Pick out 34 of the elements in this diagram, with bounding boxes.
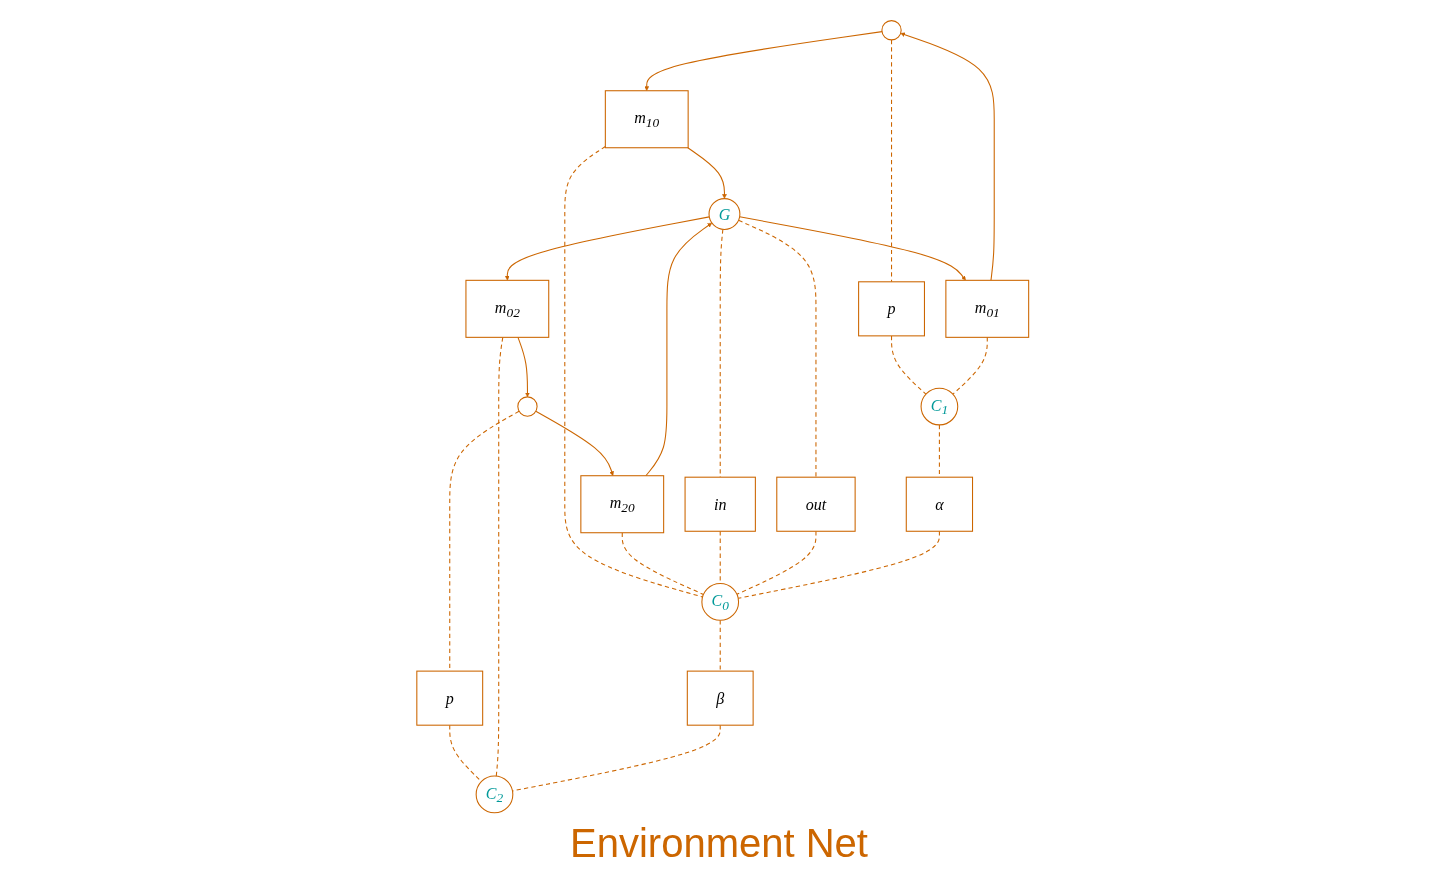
arrow [645, 222, 713, 477]
arrow [687, 147, 727, 199]
arrow [739, 216, 966, 281]
node-box: m$_{01}$ [945, 279, 1030, 338]
connector [564, 145, 704, 598]
connector [495, 336, 504, 777]
node-circle: C$_{1}$ [920, 387, 959, 426]
connector [449, 724, 482, 783]
arrow [505, 216, 710, 281]
connector [621, 532, 704, 595]
connector [891, 39, 893, 283]
node-box: α [905, 476, 974, 532]
node-circle [881, 20, 902, 41]
node-circle: C$_{2}$ [475, 775, 514, 814]
node-box: in [684, 476, 756, 532]
node-box: out [776, 476, 856, 532]
node-box: m$_{02}$ [465, 279, 550, 338]
node-box: p [858, 281, 925, 337]
arrow [900, 32, 995, 281]
arrow [517, 336, 530, 398]
node-box: m$_{20}$ [580, 475, 665, 534]
node-box: m$_{10}$ [604, 90, 689, 149]
node-circle [517, 396, 538, 417]
connector [736, 530, 817, 595]
node-circle: G [708, 198, 741, 230]
arrow [535, 410, 614, 476]
connector [738, 219, 817, 478]
node-box: β [686, 670, 754, 726]
node-box: p [416, 670, 484, 726]
connector [737, 530, 940, 599]
connector [719, 619, 721, 672]
arrow [644, 31, 883, 91]
caption: Environment Net [570, 820, 868, 867]
node-circle: C$_{0}$ [701, 583, 740, 621]
